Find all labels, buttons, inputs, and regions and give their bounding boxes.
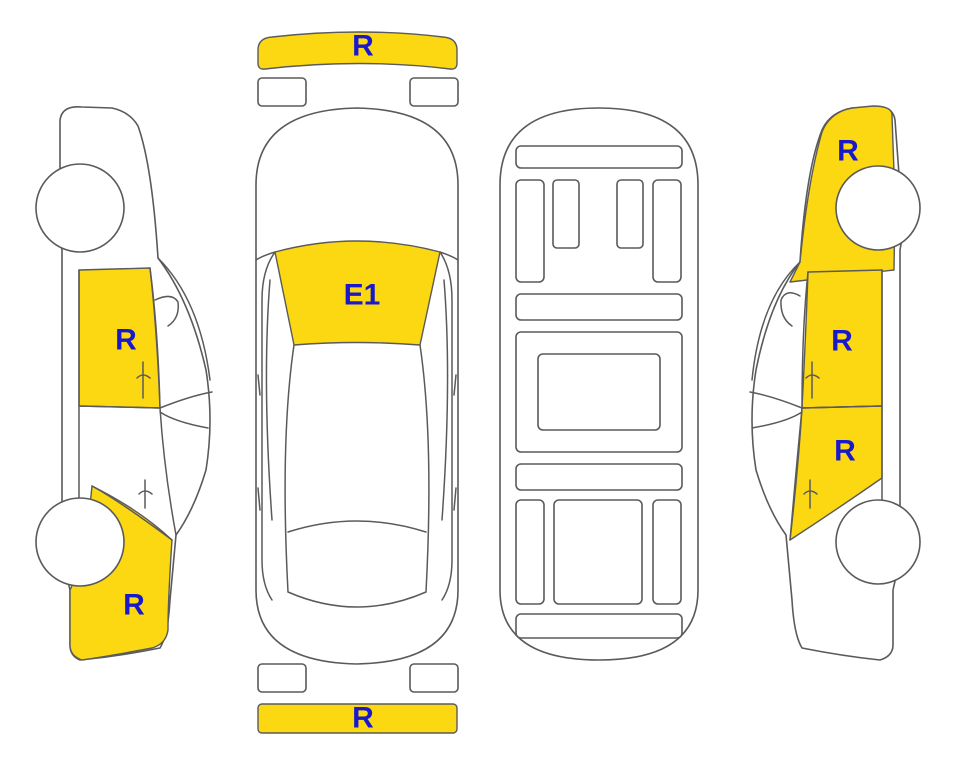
right-window-line [780,292,801,327]
right-front-fender-label: R [837,135,859,168]
right-rear-wheel [835,499,921,585]
underside-rear-bar [515,463,683,491]
front-right-light [409,77,459,107]
underside-tail-bar [515,613,683,639]
top-pillar-lines [257,279,457,521]
right-rear-door-label: R [834,435,856,468]
left-front-wheel [35,163,125,253]
left-window-line [154,295,180,327]
left-body-lines [78,257,213,541]
left-rear-quarter-label: R [123,589,145,622]
underside-front-inner-right [616,179,644,249]
left-rear-wheel [35,497,125,587]
underside-center-plate [537,353,661,431]
right-front-wheel [835,165,921,251]
left-handle-rear-icon [138,479,153,509]
underside-rear-left-rail [515,499,545,605]
left-side-view [35,105,213,661]
underside-view [499,107,699,661]
right-body-lines [749,261,883,541]
underside-front-right-rail [652,179,682,283]
underside-mid-bar [515,293,683,321]
front-bumper-label: R [352,30,374,63]
right-handle-rear-icon [803,479,818,509]
top-body-lines [255,251,459,608]
front-bumper-panel [257,31,458,70]
underside-front-left-rail [515,179,545,283]
rear-bumper-panel [257,703,458,734]
windshield-panel [274,240,441,346]
left-handle-front-icon [136,361,151,399]
underside-rear-center [553,499,643,605]
underside-front-inner-left [552,179,580,249]
underside-rear-right-rail [652,499,682,605]
rear-right-light [409,663,459,693]
top-view [255,31,459,734]
right-front-door-label: R [831,325,853,358]
top-body-outline [255,107,459,665]
rear-left-light [257,663,307,693]
right-side-view [749,105,921,661]
windshield-label: E1 [344,279,381,312]
damage-labels: R E1 R R R R R R [115,30,859,735]
front-left-light [257,77,307,107]
rear-bumper-label: R [352,702,374,735]
right-handle-front-icon [805,361,820,399]
left-front-door-label: R [115,324,137,357]
underside-front-bar [515,145,683,169]
